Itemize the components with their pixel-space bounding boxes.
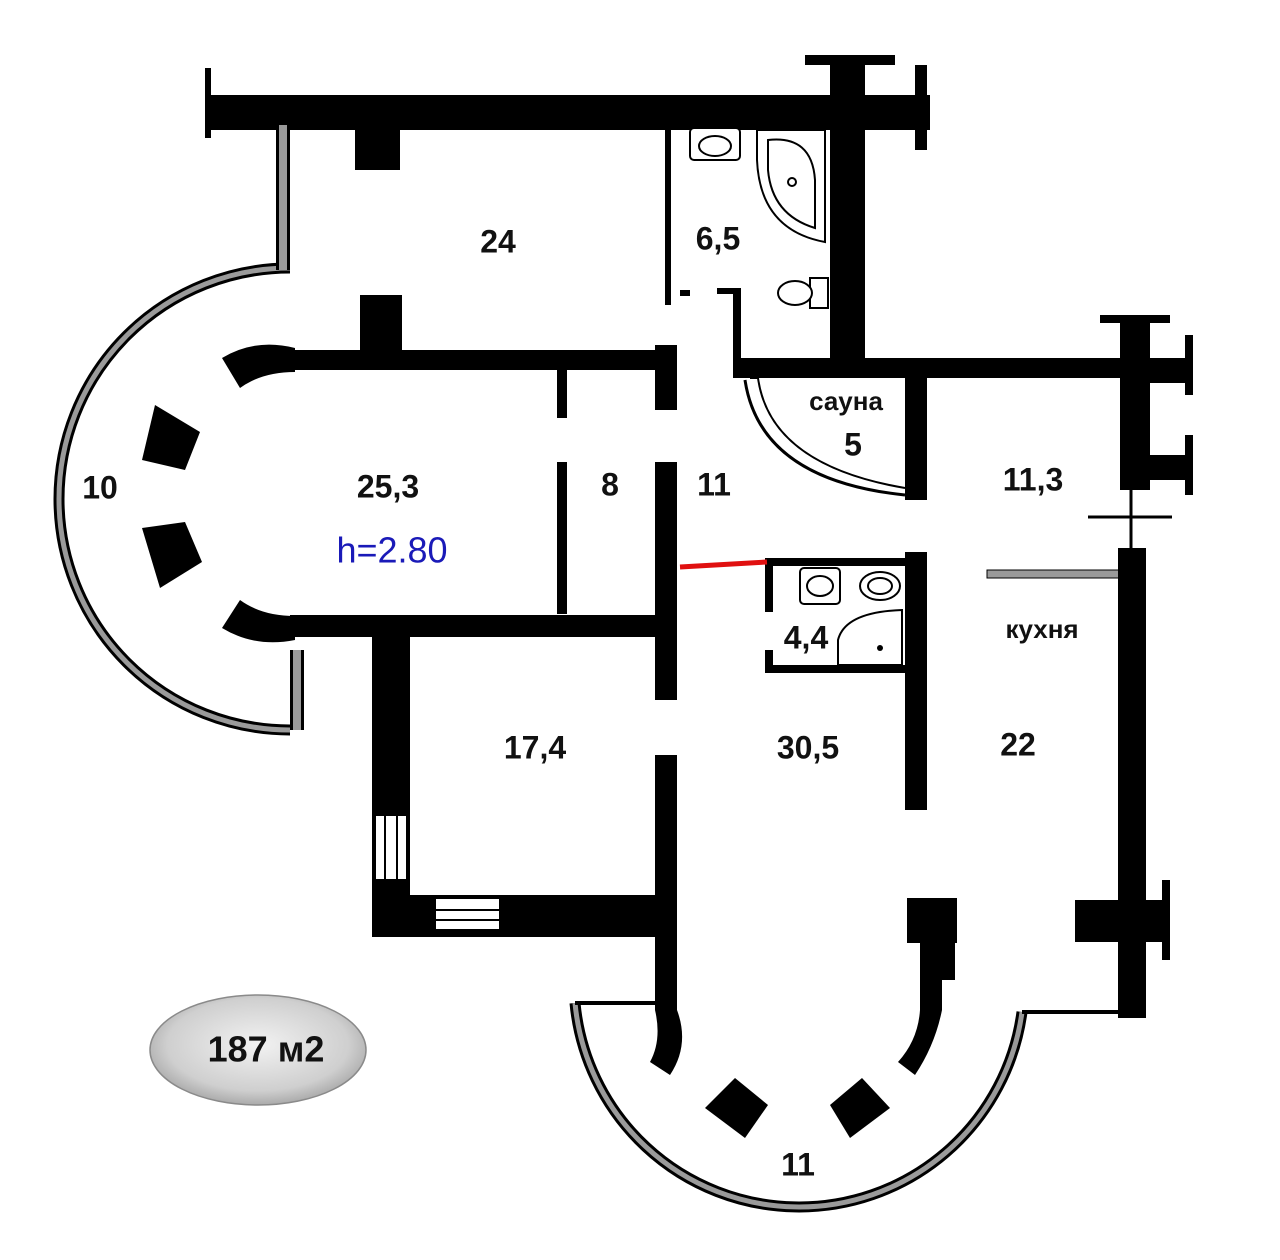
shower-icon [837,608,903,666]
room-label-25-3: 25,3 [357,468,419,504]
room-label-17-4: 17,4 [504,729,566,765]
sauna-area-label: 5 [844,426,862,462]
kitchen-name-label: кухня [1005,614,1078,644]
total-area-label: 187 м2 [208,1029,325,1070]
room-label-4-4: 4,4 [784,619,829,655]
room-label-11: 11 [697,466,731,502]
small-toilet-icon [859,571,901,601]
sink-icon [689,127,741,161]
sauna-name-label: сауна [809,386,883,416]
toilet-icon [777,277,829,309]
room-label-11-bottom: 11 [781,1146,815,1182]
ceiling-height-label: h=2.80 [336,530,447,571]
marker-line [679,559,768,570]
room-label-22: 22 [1000,726,1036,762]
room-label-10: 10 [82,469,118,505]
room-label-11-3: 11,3 [1003,461,1064,497]
room-label-24: 24 [480,223,516,259]
bottom-rotunda [569,930,1135,1213]
small-sink-icon [799,567,841,605]
bathtub-icon [756,129,826,244]
total-area-badge: 187 м2 [149,994,367,1106]
room-labels: 24 6,5 10 25,3 8 11 сауна 5 11,3 4,4 кух… [82,220,1078,1182]
room-label-6-5: 6,5 [696,220,740,256]
room-label-30-5: 30,5 [777,729,839,765]
room-label-8: 8 [601,466,619,502]
sauna-door-arc [743,377,906,497]
left-rotunda [53,125,304,736]
